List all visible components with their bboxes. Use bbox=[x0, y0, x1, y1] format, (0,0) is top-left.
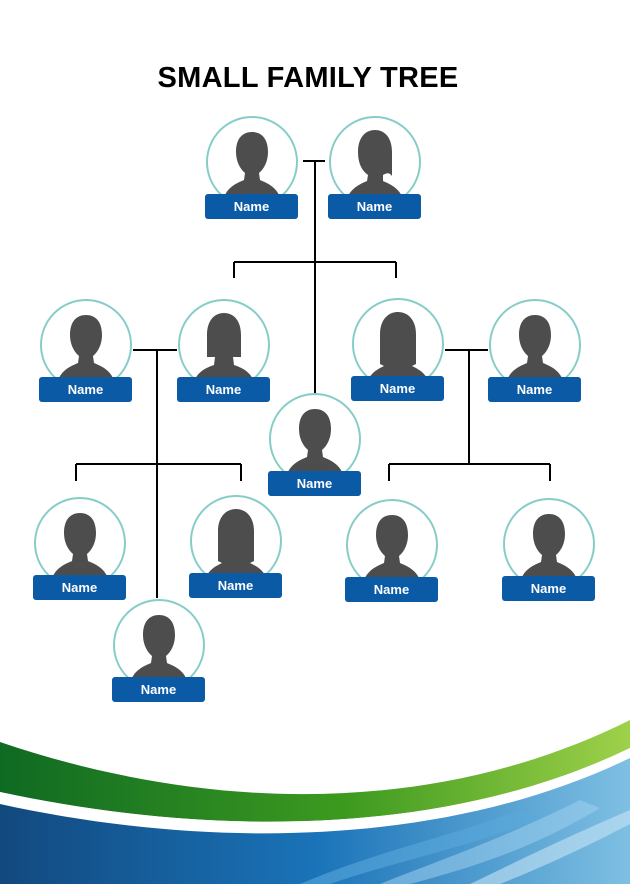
female-silhouette-icon bbox=[366, 312, 430, 388]
female-silhouette-icon bbox=[204, 509, 268, 585]
wave-streak bbox=[300, 810, 540, 884]
avatar bbox=[113, 599, 205, 691]
avatar bbox=[178, 299, 270, 391]
male-silhouette-icon bbox=[129, 615, 189, 689]
person-gen3-left-2: Name bbox=[189, 495, 285, 601]
person-gen3-left-3: Name bbox=[112, 599, 208, 705]
male-silhouette-icon bbox=[56, 315, 116, 389]
page-title: SMALL FAMILY TREE bbox=[157, 62, 459, 94]
male-silhouette-icon bbox=[285, 409, 345, 483]
avatar bbox=[489, 299, 581, 391]
female-silhouette-icon bbox=[345, 130, 405, 206]
person-gen2-left-man: Name bbox=[39, 299, 135, 405]
name-tag: Name bbox=[177, 377, 270, 402]
name-tag: Name bbox=[189, 573, 282, 598]
wave-streak bbox=[380, 800, 600, 884]
name-tag: Name bbox=[345, 577, 438, 602]
name-tag: Name bbox=[328, 194, 421, 219]
avatar bbox=[352, 298, 444, 390]
person-grandmother: Name bbox=[328, 116, 424, 222]
person-gen3-right-2: Name bbox=[502, 498, 598, 604]
avatar bbox=[269, 393, 361, 485]
male-silhouette-icon bbox=[362, 515, 422, 589]
avatar bbox=[346, 499, 438, 591]
name-tag: Name bbox=[33, 575, 126, 600]
male-silhouette-icon bbox=[505, 315, 565, 389]
person-gen2-left-woman: Name bbox=[177, 299, 273, 405]
name-tag: Name bbox=[488, 377, 581, 402]
name-tag: Name bbox=[112, 677, 205, 702]
male-silhouette-icon bbox=[50, 513, 110, 587]
female-silhouette-icon bbox=[192, 313, 256, 389]
person-gen3-left-1: Name bbox=[33, 497, 129, 603]
person-gen3-right-1: Name bbox=[345, 499, 441, 605]
person-grandfather: Name bbox=[205, 116, 301, 222]
name-tag: Name bbox=[502, 576, 595, 601]
name-tag: Name bbox=[39, 377, 132, 402]
male-silhouette-icon bbox=[519, 514, 579, 588]
name-tag: Name bbox=[351, 376, 444, 401]
avatar bbox=[40, 299, 132, 391]
avatar bbox=[329, 116, 421, 208]
person-gen2-right-woman: Name bbox=[351, 298, 447, 404]
male-silhouette-icon bbox=[222, 132, 282, 206]
avatar bbox=[503, 498, 595, 590]
footer-wave-decoration bbox=[0, 720, 630, 884]
person-gen2-right-man: Name bbox=[488, 299, 584, 405]
avatar bbox=[34, 497, 126, 589]
wave-green bbox=[0, 720, 630, 822]
name-tag: Name bbox=[205, 194, 298, 219]
avatar bbox=[190, 495, 282, 587]
wave-streak bbox=[470, 810, 630, 884]
name-tag: Name bbox=[268, 471, 361, 496]
person-gen2-center: Name bbox=[268, 393, 364, 499]
